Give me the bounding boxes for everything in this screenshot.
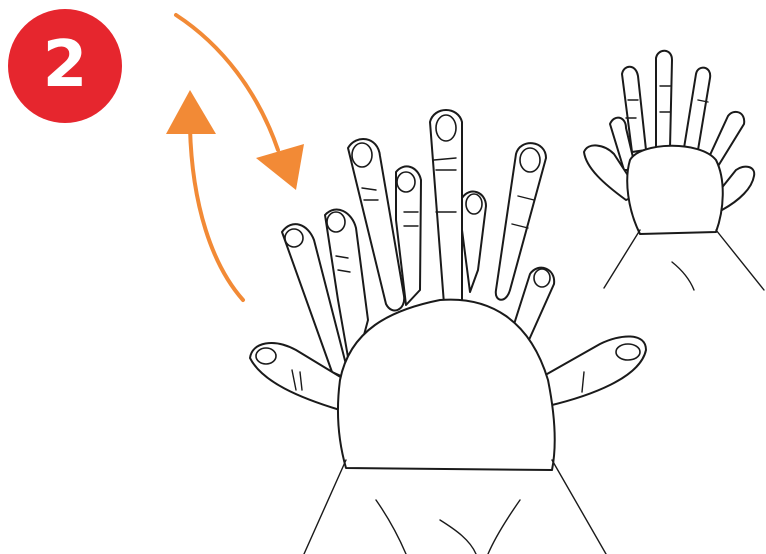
- small-forearm-left: [604, 230, 640, 288]
- wrist-curve: [440, 520, 476, 554]
- nail: [352, 143, 372, 167]
- curved-arrow-up-icon: [166, 90, 243, 300]
- interlaced-hands-large: [250, 110, 646, 554]
- nail: [534, 269, 550, 287]
- interlaced-hands-small: [584, 51, 764, 290]
- small-finger-3: [684, 68, 710, 150]
- nail: [327, 212, 345, 232]
- arrow-up-shaft: [190, 128, 243, 300]
- small-finger-2: [656, 51, 672, 148]
- nail: [436, 115, 456, 141]
- small-forearm-right: [716, 230, 764, 290]
- nail: [397, 172, 415, 192]
- left-forearm-inner: [376, 500, 406, 554]
- right-forearm: [552, 460, 606, 554]
- nail: [285, 229, 303, 247]
- nail: [466, 194, 482, 214]
- arrow-up-head: [166, 90, 216, 134]
- left-forearm: [304, 460, 346, 554]
- nail: [520, 148, 540, 172]
- arrow-down-head: [256, 144, 304, 190]
- right-forearm-inner: [488, 500, 520, 554]
- small-palm: [627, 146, 723, 234]
- nail: [256, 348, 276, 364]
- nail: [616, 344, 640, 360]
- small-wrist-line: [672, 262, 694, 290]
